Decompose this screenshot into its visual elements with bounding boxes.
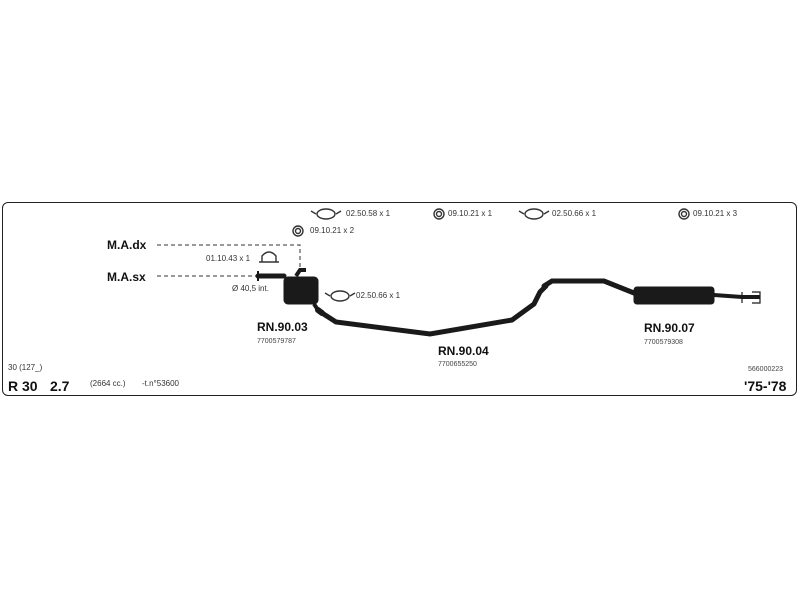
tailpipe [713, 293, 760, 299]
clamp-icon [518, 208, 550, 220]
front-muffler-rn9003 [255, 268, 320, 312]
part-oe-number: 7700579787 [257, 338, 296, 345]
accessory-code: 09.10.21 x 1 [448, 209, 493, 218]
model-years: '75-'78 [744, 378, 787, 394]
part-number: RN.90.07 [644, 321, 695, 335]
clamp-icon [310, 208, 342, 220]
accessory-code: 02.50.66 x 1 [356, 291, 401, 300]
ring-icon [678, 208, 690, 220]
accessory-code: 01.10.43 x 1 [206, 254, 251, 263]
catalog-number: 566000223 [748, 366, 784, 373]
intermediate-pipe-end [315, 307, 325, 316]
diagram-frame [2, 202, 797, 396]
accessory-code: 09.10.21 x 2 [310, 226, 355, 235]
part-number: RN.90.03 [257, 320, 308, 334]
manifold-right-label: M.A.dx [107, 238, 147, 252]
manifold-left-label: M.A.sx [107, 270, 146, 284]
vehicle-engine: 2.7 [50, 378, 70, 394]
accessory-code: 09.10.21 x 3 [693, 209, 738, 218]
vehicle-chassis-note: -t.n°53600 [142, 379, 180, 388]
part-number: RN.90.04 [438, 344, 489, 358]
accessory-icons [259, 208, 690, 302]
vehicle-displacement: (2664 cc.) [90, 379, 126, 388]
rear-pipe [541, 278, 637, 296]
intermediate-pipe-rn9004 [315, 283, 549, 337]
u-bolt-icon [259, 251, 279, 263]
ring-icon [292, 225, 304, 237]
vehicle-model: R 30 [8, 378, 38, 394]
accessory-code: 02.50.58 x 1 [346, 209, 391, 218]
vehicle-type-code: 30 (127_) [8, 363, 43, 372]
rear-muffler-body [633, 286, 715, 305]
ring-icon [433, 208, 445, 220]
intermediate-pipe-body [319, 283, 549, 337]
front-muffler-inlet [294, 268, 306, 278]
part-oe-number: 7700655250 [438, 361, 477, 368]
pipe-diameter-note: Ø 40,5 int. [232, 284, 269, 293]
tailpipe-tip [741, 291, 761, 304]
part-oe-number: 7700579308 [644, 339, 683, 346]
leader-right-manifold [157, 244, 301, 270]
accessory-code: 02.50.66 x 1 [552, 209, 597, 218]
front-muffler-body [283, 276, 319, 305]
rear-muffler-rn9007 [541, 278, 761, 305]
manifold-leaders [157, 244, 301, 277]
clamp-icon [324, 290, 356, 302]
